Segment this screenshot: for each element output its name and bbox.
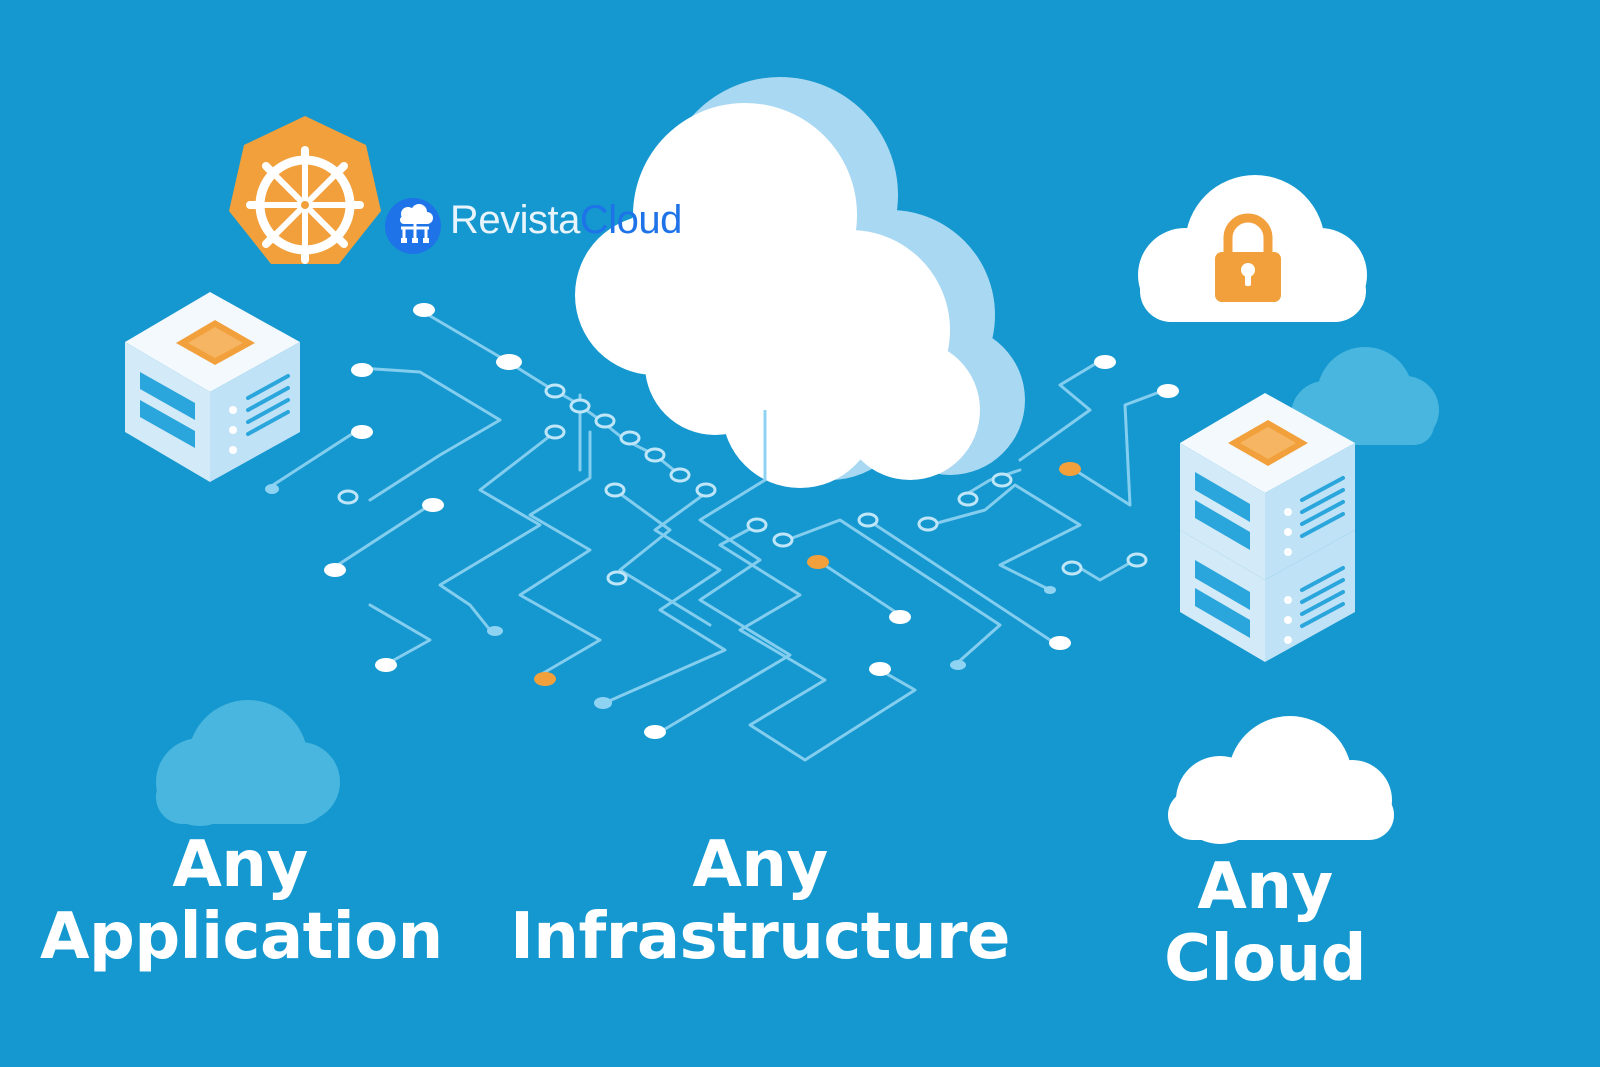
secure-cloud-icon bbox=[1138, 175, 1367, 322]
trace bbox=[268, 430, 357, 489]
trace bbox=[866, 518, 1052, 642]
trace bbox=[963, 468, 1022, 497]
brand-name-part-2: Cloud bbox=[579, 198, 683, 242]
network-cloud-icon bbox=[385, 198, 441, 254]
caption-any-cloud: Any Cloud bbox=[1130, 850, 1400, 996]
caption-line: Cloud bbox=[1164, 921, 1366, 996]
central-cloud-icon bbox=[575, 77, 1025, 488]
caption-line: Infrastructure bbox=[510, 899, 1010, 974]
brand-name-part-1: Revista bbox=[450, 198, 580, 242]
node bbox=[1126, 552, 1148, 568]
circuit-nodes bbox=[265, 303, 1179, 739]
caption-line: Any bbox=[1197, 850, 1333, 924]
padlock-icon bbox=[1215, 213, 1281, 302]
node bbox=[957, 491, 979, 507]
caption-line: Any bbox=[172, 828, 308, 902]
node bbox=[324, 563, 346, 577]
trace bbox=[368, 603, 432, 667]
trace bbox=[718, 523, 917, 762]
node bbox=[337, 489, 359, 505]
trace bbox=[358, 366, 502, 502]
node bbox=[644, 447, 666, 463]
trace bbox=[785, 518, 1002, 667]
node bbox=[1044, 586, 1056, 594]
faint-cloud-left bbox=[156, 700, 340, 826]
trace bbox=[1018, 356, 1107, 462]
node bbox=[772, 532, 794, 548]
trace bbox=[1073, 558, 1137, 582]
node bbox=[413, 303, 435, 317]
node bbox=[669, 467, 691, 483]
ship-wheel-icon bbox=[229, 116, 381, 264]
node bbox=[644, 725, 666, 739]
server-icon-left bbox=[125, 292, 300, 482]
trace bbox=[1068, 388, 1167, 507]
node bbox=[351, 425, 373, 439]
caption-line: Application bbox=[40, 899, 443, 974]
node bbox=[1061, 560, 1083, 576]
node bbox=[1157, 384, 1179, 398]
node bbox=[991, 472, 1013, 488]
caption-any-application: Any Application bbox=[40, 828, 443, 974]
caption-line: Any bbox=[692, 828, 828, 902]
node bbox=[569, 398, 591, 414]
trace bbox=[328, 503, 432, 572]
accent-node bbox=[1059, 462, 1081, 476]
node bbox=[857, 512, 879, 528]
cloud-icon bbox=[1168, 716, 1394, 844]
node bbox=[869, 662, 891, 676]
node bbox=[604, 482, 626, 498]
node bbox=[375, 658, 397, 672]
trace bbox=[928, 483, 1082, 592]
node bbox=[1094, 355, 1116, 369]
node bbox=[496, 354, 522, 370]
accent-node bbox=[807, 555, 829, 569]
trace bbox=[598, 488, 727, 707]
trace bbox=[613, 488, 712, 627]
node bbox=[544, 383, 566, 399]
brand-name: RevistaCloud bbox=[450, 198, 682, 243]
caption-any-infrastructure: Any Infrastructure bbox=[500, 828, 1020, 974]
server-icon-right bbox=[1180, 393, 1355, 662]
node bbox=[619, 430, 641, 446]
node bbox=[594, 697, 612, 709]
accent-node bbox=[534, 672, 556, 686]
trace bbox=[518, 430, 602, 677]
trace bbox=[418, 308, 547, 387]
node bbox=[351, 363, 373, 377]
node bbox=[746, 517, 768, 533]
node bbox=[265, 484, 279, 494]
trace bbox=[818, 560, 902, 617]
node bbox=[950, 660, 966, 670]
node bbox=[606, 570, 628, 586]
node bbox=[594, 413, 616, 429]
trace bbox=[438, 430, 557, 632]
node bbox=[889, 610, 911, 624]
node bbox=[695, 482, 717, 498]
node bbox=[917, 516, 939, 532]
node bbox=[544, 424, 566, 440]
node bbox=[1049, 636, 1071, 650]
node bbox=[487, 626, 503, 636]
node bbox=[422, 498, 444, 512]
